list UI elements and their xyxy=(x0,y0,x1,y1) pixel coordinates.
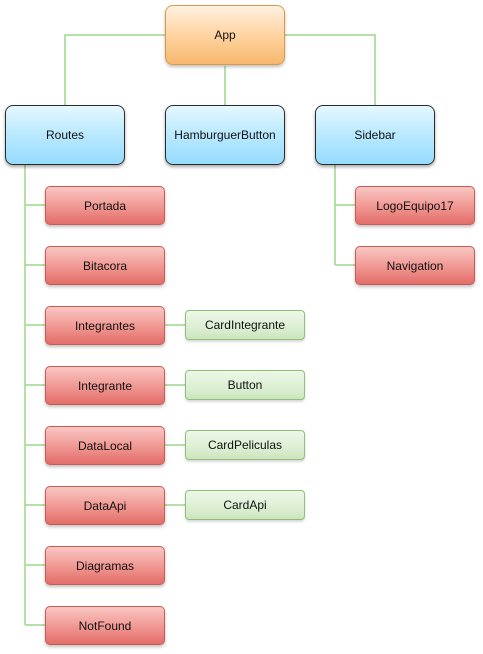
node-logoequipo17-label: LogoEquipo17 xyxy=(376,198,454,213)
node-datalocal-label: DataLocal xyxy=(77,438,133,453)
node-cardapi-label: CardApi xyxy=(223,498,267,512)
node-cardintegrante: CardIntegrante xyxy=(185,310,305,340)
node-app-label: App xyxy=(214,28,236,42)
edge-app-routes xyxy=(64,34,166,105)
node-routes-label: Routes xyxy=(45,128,85,142)
node-button-label: Button xyxy=(227,378,263,392)
node-dataapi-label: DataApi xyxy=(83,498,127,513)
node-cardintegrante-label: CardIntegrante xyxy=(204,318,286,332)
node-hamburger-button-label: HamburguerButton xyxy=(174,128,276,142)
node-navigation-label: Navigation xyxy=(386,258,444,273)
node-notfound: NotFound xyxy=(45,606,165,645)
node-integrantes-label: Integrantes xyxy=(74,318,136,333)
node-bitacora: Bitacora xyxy=(45,246,165,285)
node-dataapi: DataApi xyxy=(45,486,165,525)
node-button: Button xyxy=(185,370,305,400)
node-datalocal: DataLocal xyxy=(45,426,165,465)
node-bitacora-label: Bitacora xyxy=(82,258,128,273)
node-notfound-label: NotFound xyxy=(78,618,132,633)
node-sidebar: Sidebar xyxy=(315,105,435,165)
node-integrante-label: Integrante xyxy=(77,378,133,393)
node-hamburger-button: HamburguerButton xyxy=(165,105,285,165)
node-integrante: Integrante xyxy=(45,366,165,405)
node-logoequipo17: LogoEquipo17 xyxy=(355,186,475,225)
node-cardpeliculas-label: CardPeliculas xyxy=(207,438,283,452)
node-cardpeliculas: CardPeliculas xyxy=(185,430,305,460)
node-routes: Routes xyxy=(5,105,125,165)
node-navigation: Navigation xyxy=(355,246,475,285)
node-integrantes: Integrantes xyxy=(45,306,165,345)
node-cardapi: CardApi xyxy=(185,490,305,520)
node-app: App xyxy=(165,5,285,65)
node-sidebar-label: Sidebar xyxy=(354,128,396,142)
node-portada-label: Portada xyxy=(83,198,127,213)
edge-app-sidebar xyxy=(285,34,376,105)
node-diagramas-label: Diagramas xyxy=(75,558,135,573)
node-diagramas: Diagramas xyxy=(45,546,165,585)
node-portada: Portada xyxy=(45,186,165,225)
